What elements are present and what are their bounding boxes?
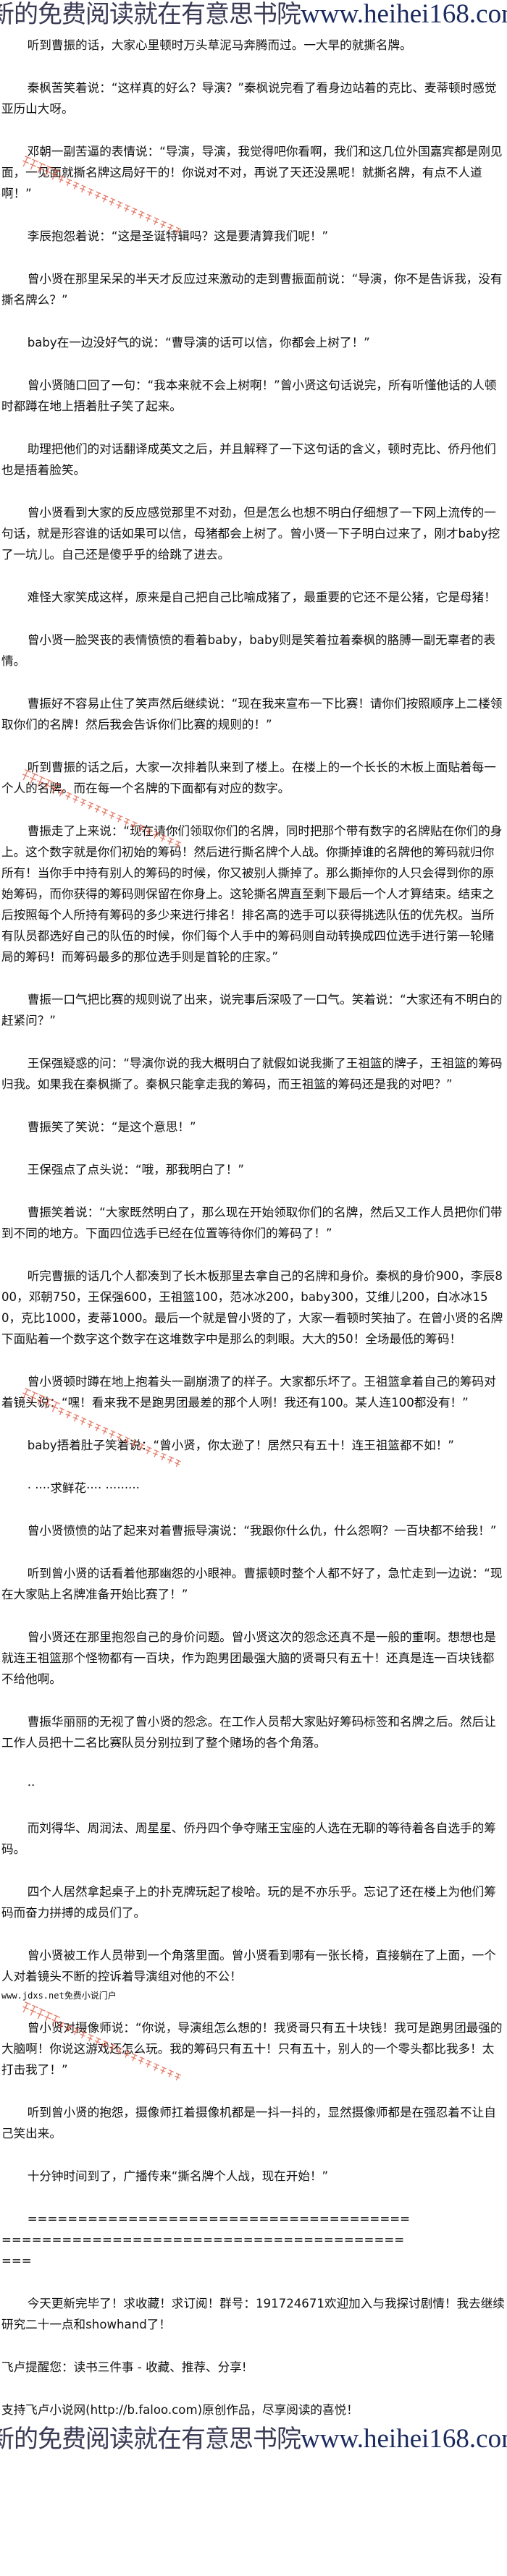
banner-text: 新的免费阅读就在有意思书院 xyxy=(0,2425,301,2454)
paragraph: baby捂着肚子笑着说：“曾小贤，你太逊了！居然只有五十！连王祖篮都不如！” xyxy=(27,1439,454,1452)
reminder-text: 飞卢提醒您：读书三件事 - 收藏、推荐、分享! xyxy=(1,2360,247,2374)
banner-url[interactable]: www.heihei168.com xyxy=(301,2425,507,2454)
paragraph: 今天更新完毕了！求收藏！求订阅！群号：191724671欢迎加入与我探讨剧情！我… xyxy=(1,2297,505,2331)
separator: ======================================== xyxy=(1,2233,405,2247)
paragraph: 曾小贤一脸哭丧的表情愤愤的看着baby，baby则是笑着拉着秦枫的胳膊一副无辜者… xyxy=(1,633,495,668)
paragraph: 曾小贤在那里呆呆的半天才反应过来激动的走到曹振面前说：“导演，你不是告诉我，没有… xyxy=(1,272,503,307)
paragraph: 曾小贤随口回了一句：“我本来就不会上树啊！”曾小贤这句话说完，所有听懂他话的人顿… xyxy=(1,378,497,413)
paragraph: 秦枫苦笑着说：“这样真的好么？导演？”秦枫说完看了看身边站着的克比、麦蒂顿时感觉… xyxy=(1,81,497,116)
paragraph: 听完曹振的话几个人都凑到了长木板那里去拿自己的名牌和身价。秦枫的身价900，李辰… xyxy=(1,1269,503,1346)
paragraph: 王保强点了点头说：“哦，那我明白了！” xyxy=(27,1163,244,1177)
paragraph: 而刘得华、周润法、周星星、侨丹四个争夺赌王宝座的人选在无聊的等待着各自选手的筹码… xyxy=(1,1821,496,1856)
paragraph: 曹振一口气把比赛的规则说了出来，说完事后深吸了一口气。笑着说：“大家还有不明白的… xyxy=(1,993,503,1028)
paragraph: 邓朝一副苦逼的表情说：“导演，导演，我觉得吧你看啊，我们和这几位外国嘉宾都是刚见… xyxy=(1,145,503,200)
paragraph: 李辰抱怨着说：“这是圣诞特辑吗？这是要清算我们呢！” xyxy=(27,229,329,243)
paragraph: 四个人居然拿起桌子上的扑克牌玩起了梭哈。玩的是不亦乐乎。忘记了还在楼上为他们筹码… xyxy=(1,1885,496,1920)
support-text: 支持飞卢小说网(http://b.faloo.com)原创作品，尽享阅读的喜悦！ xyxy=(1,2403,359,2417)
paragraph: 曹振华丽丽的无视了曾小贤的怨念。在工作人员帮大家贴好筹码标签和名牌之后。然后让工… xyxy=(1,1715,496,1750)
banner-text: 新的免费阅读就在有意思书院 xyxy=(0,0,301,29)
paragraph: · ····求鲜花···· ········· xyxy=(27,1481,140,1495)
source-note: www.jdxs.net免费小说门户 xyxy=(1,1991,117,2001)
paragraph: 难怪大家笑成这样，原来是自己把自己比喻成猪了，最重要的它还不是公猪，它是母猪！ xyxy=(27,590,496,604)
paragraph: 曾小贤顿时蹲在地上抱着头一副崩溃了的样子。大家都乐坏了。王祖篮拿着自己的筹码对着… xyxy=(1,1375,496,1410)
paragraph: 王保强疑惑的问：“导演你说的我大概明白了就假如说我撕了王祖篮的牌子，王祖篮的筹码… xyxy=(1,1056,503,1091)
paragraph: 曹振好不容易止住了笑声然后继续说：“现在我来宣布一下比赛！请你们按照顺序上二楼领… xyxy=(1,697,503,732)
paragraph: 听到曾小贤的话看着他那幽怨的小眼神。曹振顿时整个人都不好了，急忙走到一边说：“现… xyxy=(1,1567,503,1601)
paragraph: 曾小贤愤愤的站了起来对着曹振导演说：“我跟你什么仇，什么怨啊？一百块都不给我！” xyxy=(27,1524,497,1538)
paragraph: 曾小贤看到大家的反应感觉那里不对劲，但是怎么也想不明白仔细想了一下网上流传的一句… xyxy=(1,506,500,562)
separator: ====================================== xyxy=(27,2212,411,2226)
paragraph: 听到曹振的话，大家心里顿时万头草泥马奔腾而过。一大早的就撕名牌。 xyxy=(27,38,412,52)
paragraph: 曾小贤被工作人员带到一个角落里面。曾小贤看到哪有一张长椅，直接躺在了上面，一个人… xyxy=(1,1949,496,1983)
paragraph: 曹振笑着说：“大家既然明白了，那么现在开始领取你们的名牌，然后又工作人员把你们带… xyxy=(1,1206,503,1240)
paragraph: 听到曾小贤的抱怨，摄像师扛着摄像机都是一抖一抖的，显然摄像师都是在强忍着不让自己… xyxy=(1,2106,496,2140)
paragraph: ·· xyxy=(27,1779,35,1792)
paragraph: 曹振笑了笑说：“是这个意思！” xyxy=(27,1120,196,1134)
paragraph: 曾小贤还在那里抱怨自己的身价问题。曾小贤这次的怨念还真不是一般的重啊。想想也是就… xyxy=(1,1630,496,1686)
paragraph: baby在一边没好气的说：“曹导演的话可以信，你都会上树了！” xyxy=(27,336,370,349)
paragraph: 曾小贤对摄像师说：“你说，导演组怎么想的！我贤哥只有五十块钱！我可是跑男团最强的… xyxy=(1,2021,503,2077)
paragraph: 曹振走了上来说：“现在请你们领取你们的名牌，同时把那个带有数字的名牌贴在你们的身… xyxy=(1,824,503,964)
chapter-content: 听到曹振的话，大家心里顿时万头草泥马奔腾而过。一大早的就撕名牌。秦枫苦笑着说：“… xyxy=(1,35,506,2420)
banner-url[interactable]: www.heihei168.com xyxy=(301,0,507,29)
site-banner-bottom: 新的免费阅读就在有意思书院www.heihei168.com xyxy=(0,2425,507,2454)
paragraph: 听到曹振的话之后，大家一次排着队来到了楼上。在楼上的一个长长的木板上面贴着每一个… xyxy=(1,760,496,795)
site-banner-top: 新的免费阅读就在有意思书院www.heihei168.com xyxy=(0,0,507,29)
paragraph: 助理把他们的对话翻译成英文之后，并且解释了一下这句话的含义，顿时克比、侨丹他们也… xyxy=(1,442,496,477)
separator: === xyxy=(1,2254,32,2268)
paragraph: 十分钟时间到了，广播传来“撕名牌个人战，现在开始！” xyxy=(27,2169,329,2183)
